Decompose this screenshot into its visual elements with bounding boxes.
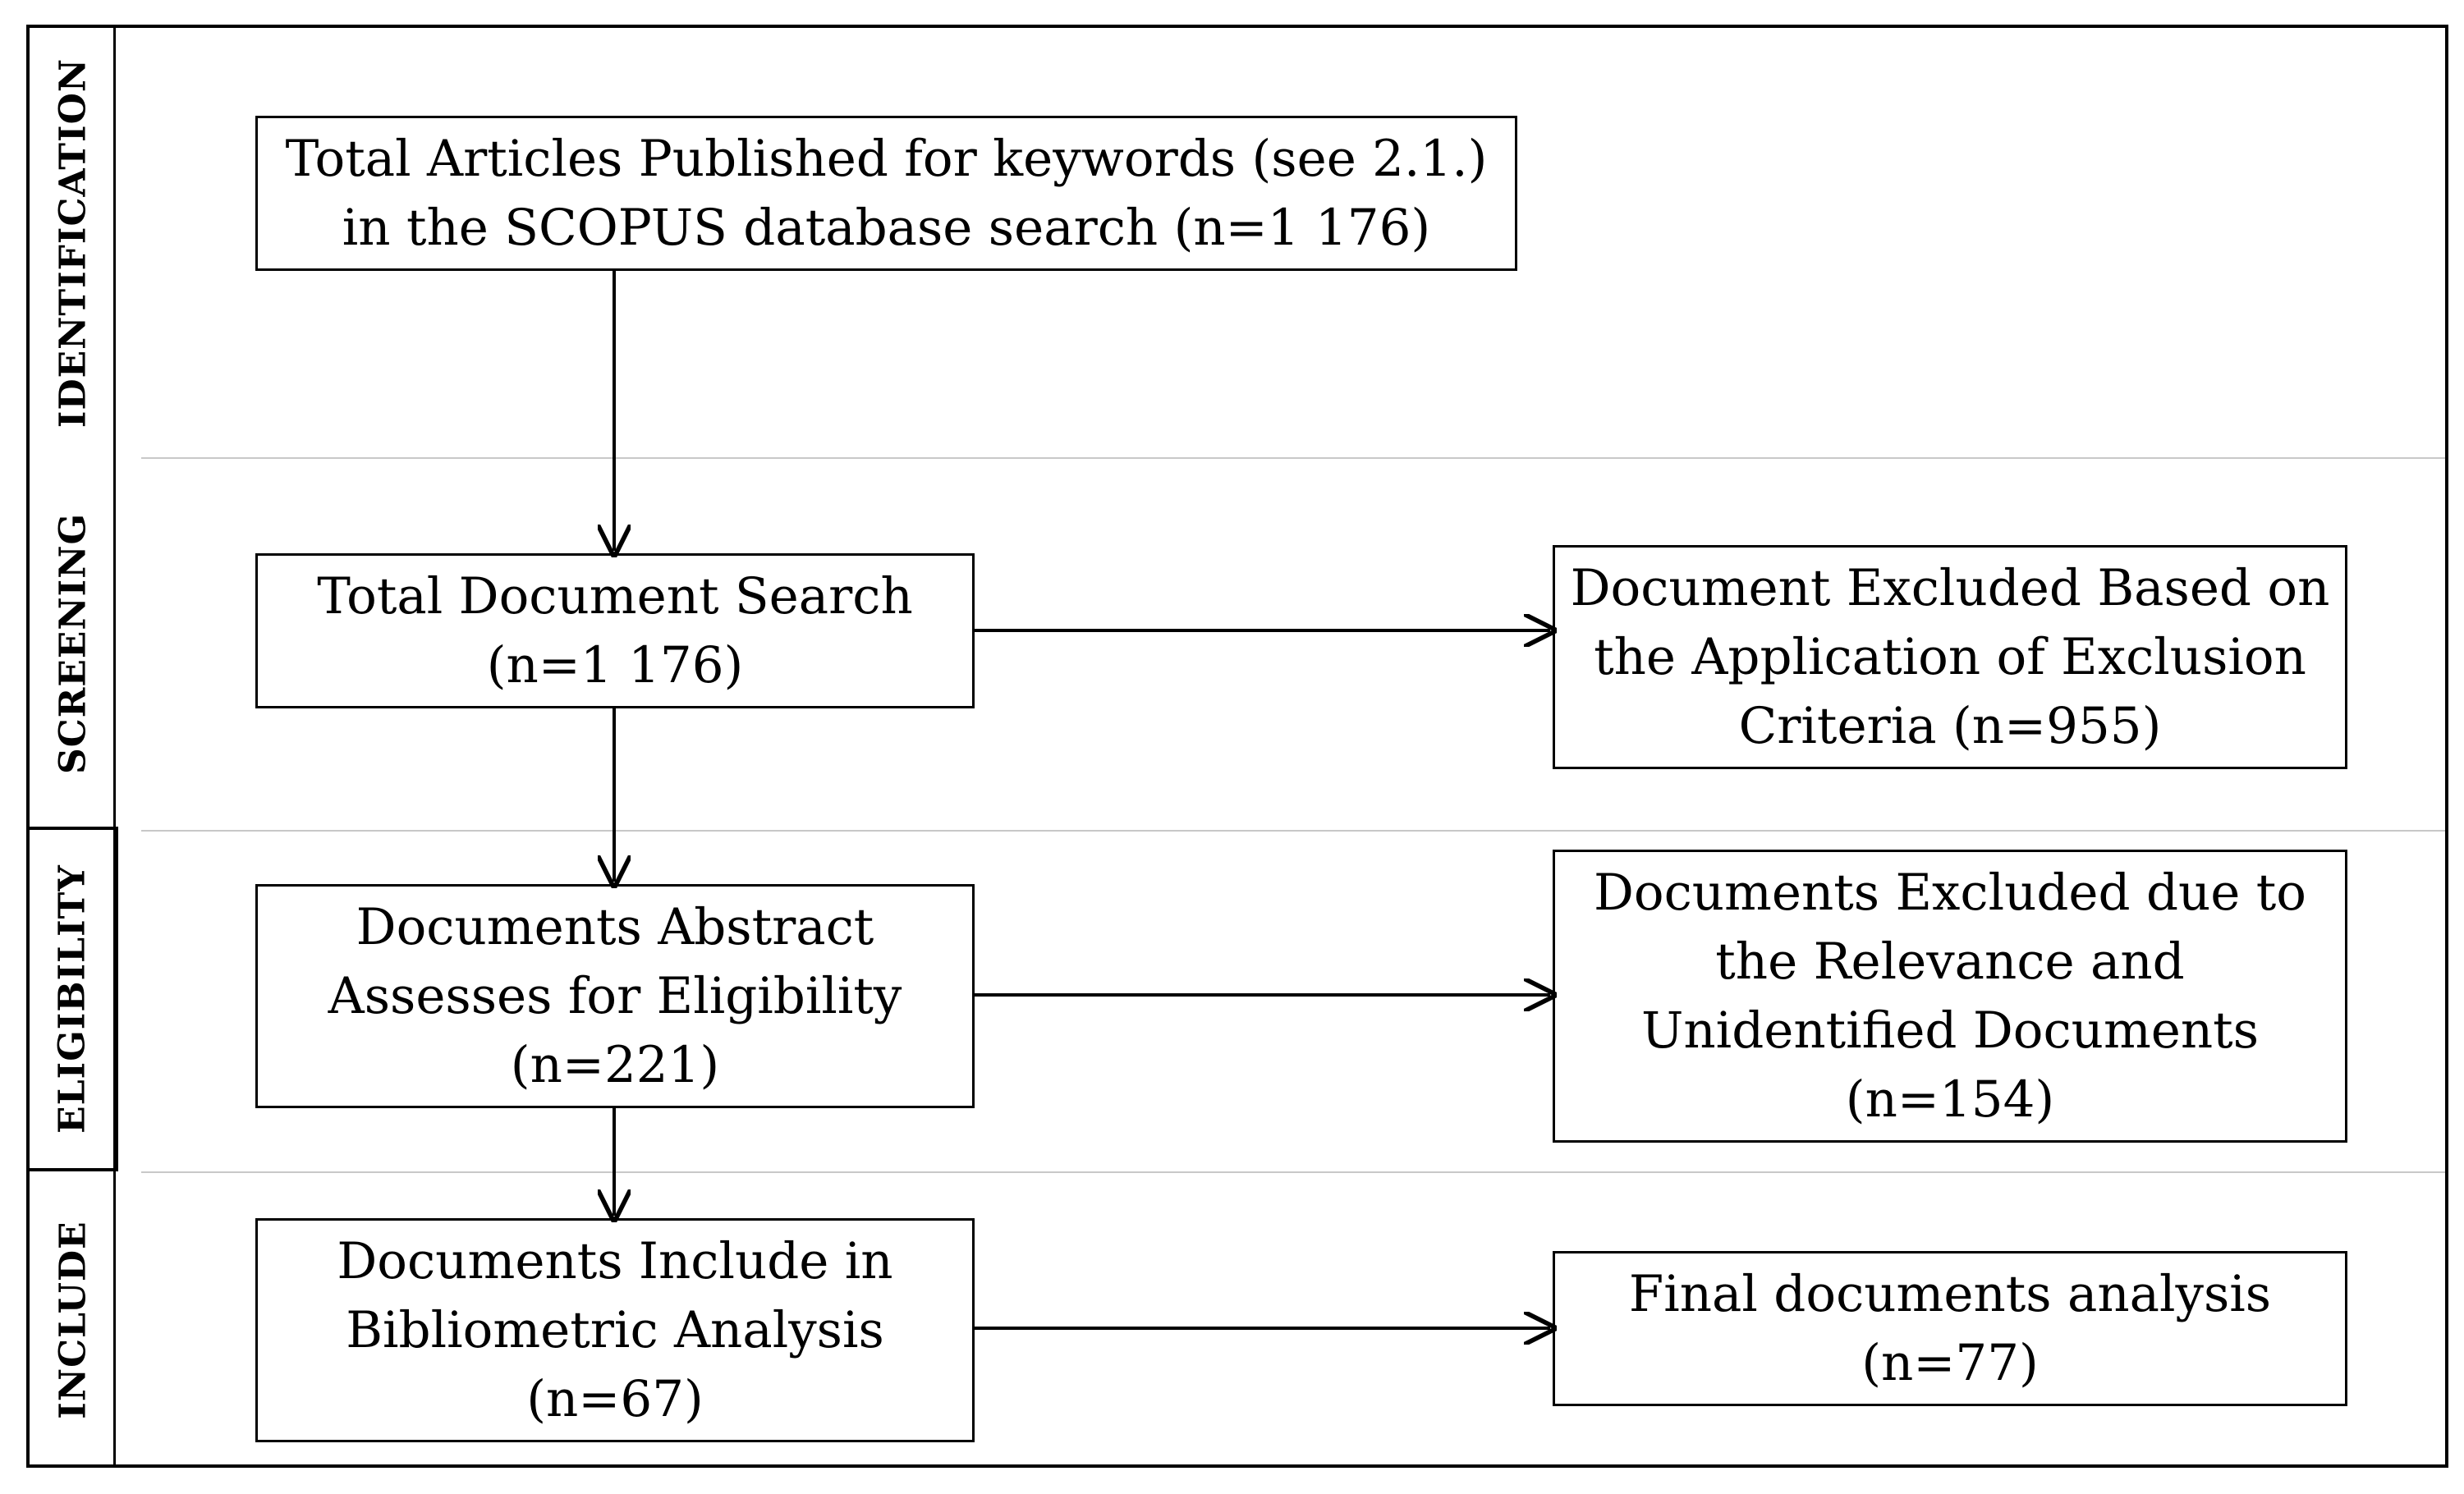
box-include-bibliometric: Documents Include in Bibliometric Analys… (255, 1218, 975, 1442)
stage-label-column (30, 28, 116, 1464)
box-final-analysis: Final documents analysis (n=77) (1553, 1251, 2347, 1406)
box-excluded-relevance: Documents Excluded due to the Relevance … (1553, 850, 2347, 1143)
lane-separator-screening (141, 457, 2445, 459)
stage-eligibility: ELIGIBILITY (26, 827, 118, 1171)
prisma-flow-frame: IDENTIFICATION SCREENING ELIGIBILITY INC… (26, 25, 2448, 1468)
box-abstract-eligibility: Documents Abstract Assesses for Eligibil… (255, 884, 975, 1108)
box-excluded-exclusion-criteria: Document Excluded Based on the Applicati… (1553, 545, 2347, 769)
lane-separator-eligibility (141, 830, 2445, 832)
lane-separator-include (141, 1171, 2445, 1173)
box-total-articles: Total Articles Published for keywords (s… (255, 116, 1517, 271)
